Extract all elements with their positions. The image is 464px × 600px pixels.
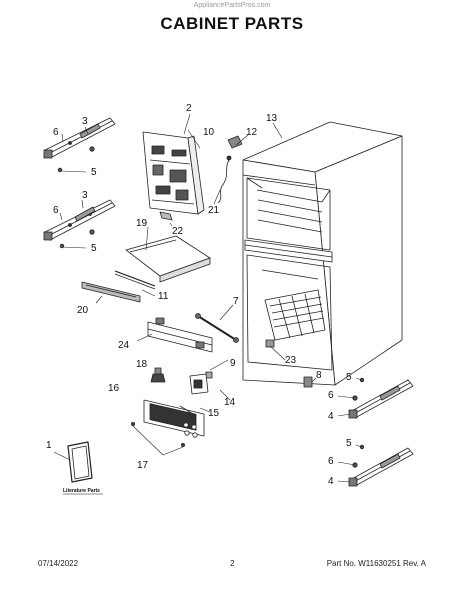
part-22-clip bbox=[159, 211, 173, 221]
callout-20: 20 bbox=[77, 305, 89, 316]
callout-10: 10 bbox=[203, 127, 215, 138]
callout-21: 21 bbox=[208, 205, 220, 216]
shelf bbox=[125, 235, 211, 283]
footer-page-number: 2 bbox=[230, 559, 235, 568]
callout-5-bottom-right: 5 bbox=[346, 438, 352, 449]
bracket-14 bbox=[189, 373, 209, 395]
watermark: AppliancePartsPros.com bbox=[193, 2, 271, 9]
footer-part-number: Part No. W11630251 Rev. A bbox=[326, 559, 426, 568]
shelf-trim bbox=[114, 270, 156, 290]
rod-7 bbox=[195, 313, 239, 343]
literature-label: Literature Parts bbox=[63, 488, 100, 494]
callout-13: 13 bbox=[266, 113, 278, 124]
rail-right-top bbox=[348, 377, 414, 419]
callout-4-bottom-right: 4 bbox=[328, 476, 334, 487]
callout-18: 18 bbox=[136, 359, 148, 370]
callout-12: 12 bbox=[246, 127, 258, 138]
rail-right-bottom bbox=[348, 444, 414, 487]
leader-lines bbox=[53, 113, 363, 483]
control-housing bbox=[142, 131, 205, 215]
callout-1: 1 bbox=[46, 440, 52, 451]
rail-left-mid bbox=[43, 199, 116, 249]
callout-8: 8 bbox=[316, 370, 322, 381]
callout-14: 14 bbox=[224, 397, 236, 408]
callout-7: 7 bbox=[233, 296, 239, 307]
callout-24: 24 bbox=[118, 340, 130, 351]
callout-6-top-right: 6 bbox=[328, 390, 334, 401]
footer-date: 07/14/2022 bbox=[38, 559, 79, 568]
leveler-18 bbox=[150, 367, 166, 383]
part-23 bbox=[265, 339, 275, 348]
callout-4-top-right: 4 bbox=[328, 411, 334, 422]
callouts: 2 10 12 13 21 22 19 11 20 7 24 23 18 9 1… bbox=[46, 103, 352, 495]
callout-5-mid-left: 5 bbox=[91, 243, 97, 254]
callout-16: 16 bbox=[108, 383, 120, 394]
bracket-24 bbox=[147, 317, 213, 353]
cabinet-shell bbox=[242, 121, 403, 386]
grille-16 bbox=[143, 399, 205, 438]
callout-17: 17 bbox=[137, 460, 149, 471]
callout-5-top-right: 5 bbox=[346, 372, 352, 383]
callout-6-top-left: 6 bbox=[53, 127, 59, 138]
callout-5-top-left: 5 bbox=[91, 167, 97, 178]
callout-6-mid-left: 6 bbox=[53, 205, 59, 216]
part-12-bracket bbox=[217, 135, 243, 204]
literature-book bbox=[67, 441, 93, 483]
page-title: CABINET PARTS bbox=[160, 14, 304, 33]
callout-3-mid: 3 bbox=[82, 190, 88, 201]
callout-6-bottom-right: 6 bbox=[328, 456, 334, 467]
callout-11: 11 bbox=[158, 291, 169, 302]
part-9 bbox=[205, 371, 213, 379]
callout-3-top: 3 bbox=[82, 116, 88, 127]
callout-22: 22 bbox=[172, 226, 184, 237]
callout-9: 9 bbox=[230, 358, 236, 369]
trim-20 bbox=[81, 281, 141, 303]
callout-19: 19 bbox=[136, 218, 148, 229]
callout-15: 15 bbox=[208, 408, 220, 419]
callout-2: 2 bbox=[186, 103, 192, 114]
rail-left-top bbox=[43, 117, 116, 173]
part-8 bbox=[303, 376, 313, 388]
callout-23: 23 bbox=[285, 355, 297, 366]
